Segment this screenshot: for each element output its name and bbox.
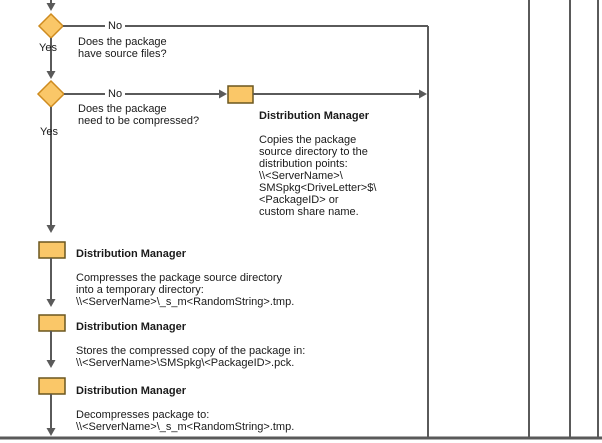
process-body: Stores the compressed copy of the packag… bbox=[76, 345, 306, 369]
process-text-copy: Distribution Manager Copies the package … bbox=[259, 98, 439, 230]
process-body: Decompresses package to: \\<ServerName>\… bbox=[76, 409, 295, 433]
copy-to-rail-arrowhead-icon bbox=[419, 89, 427, 99]
decompress-exit-arrowhead-icon bbox=[46, 428, 56, 436]
yes-arrowhead-2-icon bbox=[46, 225, 56, 233]
process-title: Distribution Manager bbox=[76, 248, 187, 260]
process-title: Distribution Manager bbox=[76, 321, 187, 333]
process-node-compress bbox=[38, 241, 66, 259]
process-title: Distribution Manager bbox=[76, 385, 187, 397]
yes-arrowhead-1-icon bbox=[46, 71, 56, 79]
decision-question-1: Does the package have source files? bbox=[78, 36, 167, 60]
incoming-arrowhead-icon bbox=[46, 3, 56, 11]
process-text-store: Distribution Manager Stores the compress… bbox=[76, 309, 356, 381]
decision-diamond-source-files bbox=[37, 12, 65, 40]
process-body: Copies the package source directory to t… bbox=[259, 134, 377, 218]
yes-label-2: Yes bbox=[40, 126, 58, 138]
yes-label-1: Yes bbox=[39, 42, 57, 54]
process-node-copy bbox=[227, 85, 254, 104]
decision-question-2: Does the package need to be compressed? bbox=[78, 103, 200, 127]
compress-store-arrowhead-icon bbox=[46, 299, 56, 307]
process-node-store bbox=[38, 314, 66, 332]
process-text-compress: Distribution Manager Compresses the pack… bbox=[76, 236, 336, 320]
no-label-2: No bbox=[105, 88, 126, 100]
process-title: Distribution Manager bbox=[259, 110, 370, 122]
store-decompress-arrowhead-icon bbox=[46, 360, 56, 368]
process-text-decompress: Distribution Manager Decompresses packag… bbox=[76, 373, 356, 443]
process-node-decompress bbox=[38, 377, 66, 395]
decision-diamond-compress bbox=[36, 79, 66, 109]
process-body: Compresses the package source directory … bbox=[76, 272, 295, 308]
no-branch-arrowhead-2-icon bbox=[219, 89, 227, 99]
no-label-1: No bbox=[105, 20, 126, 32]
